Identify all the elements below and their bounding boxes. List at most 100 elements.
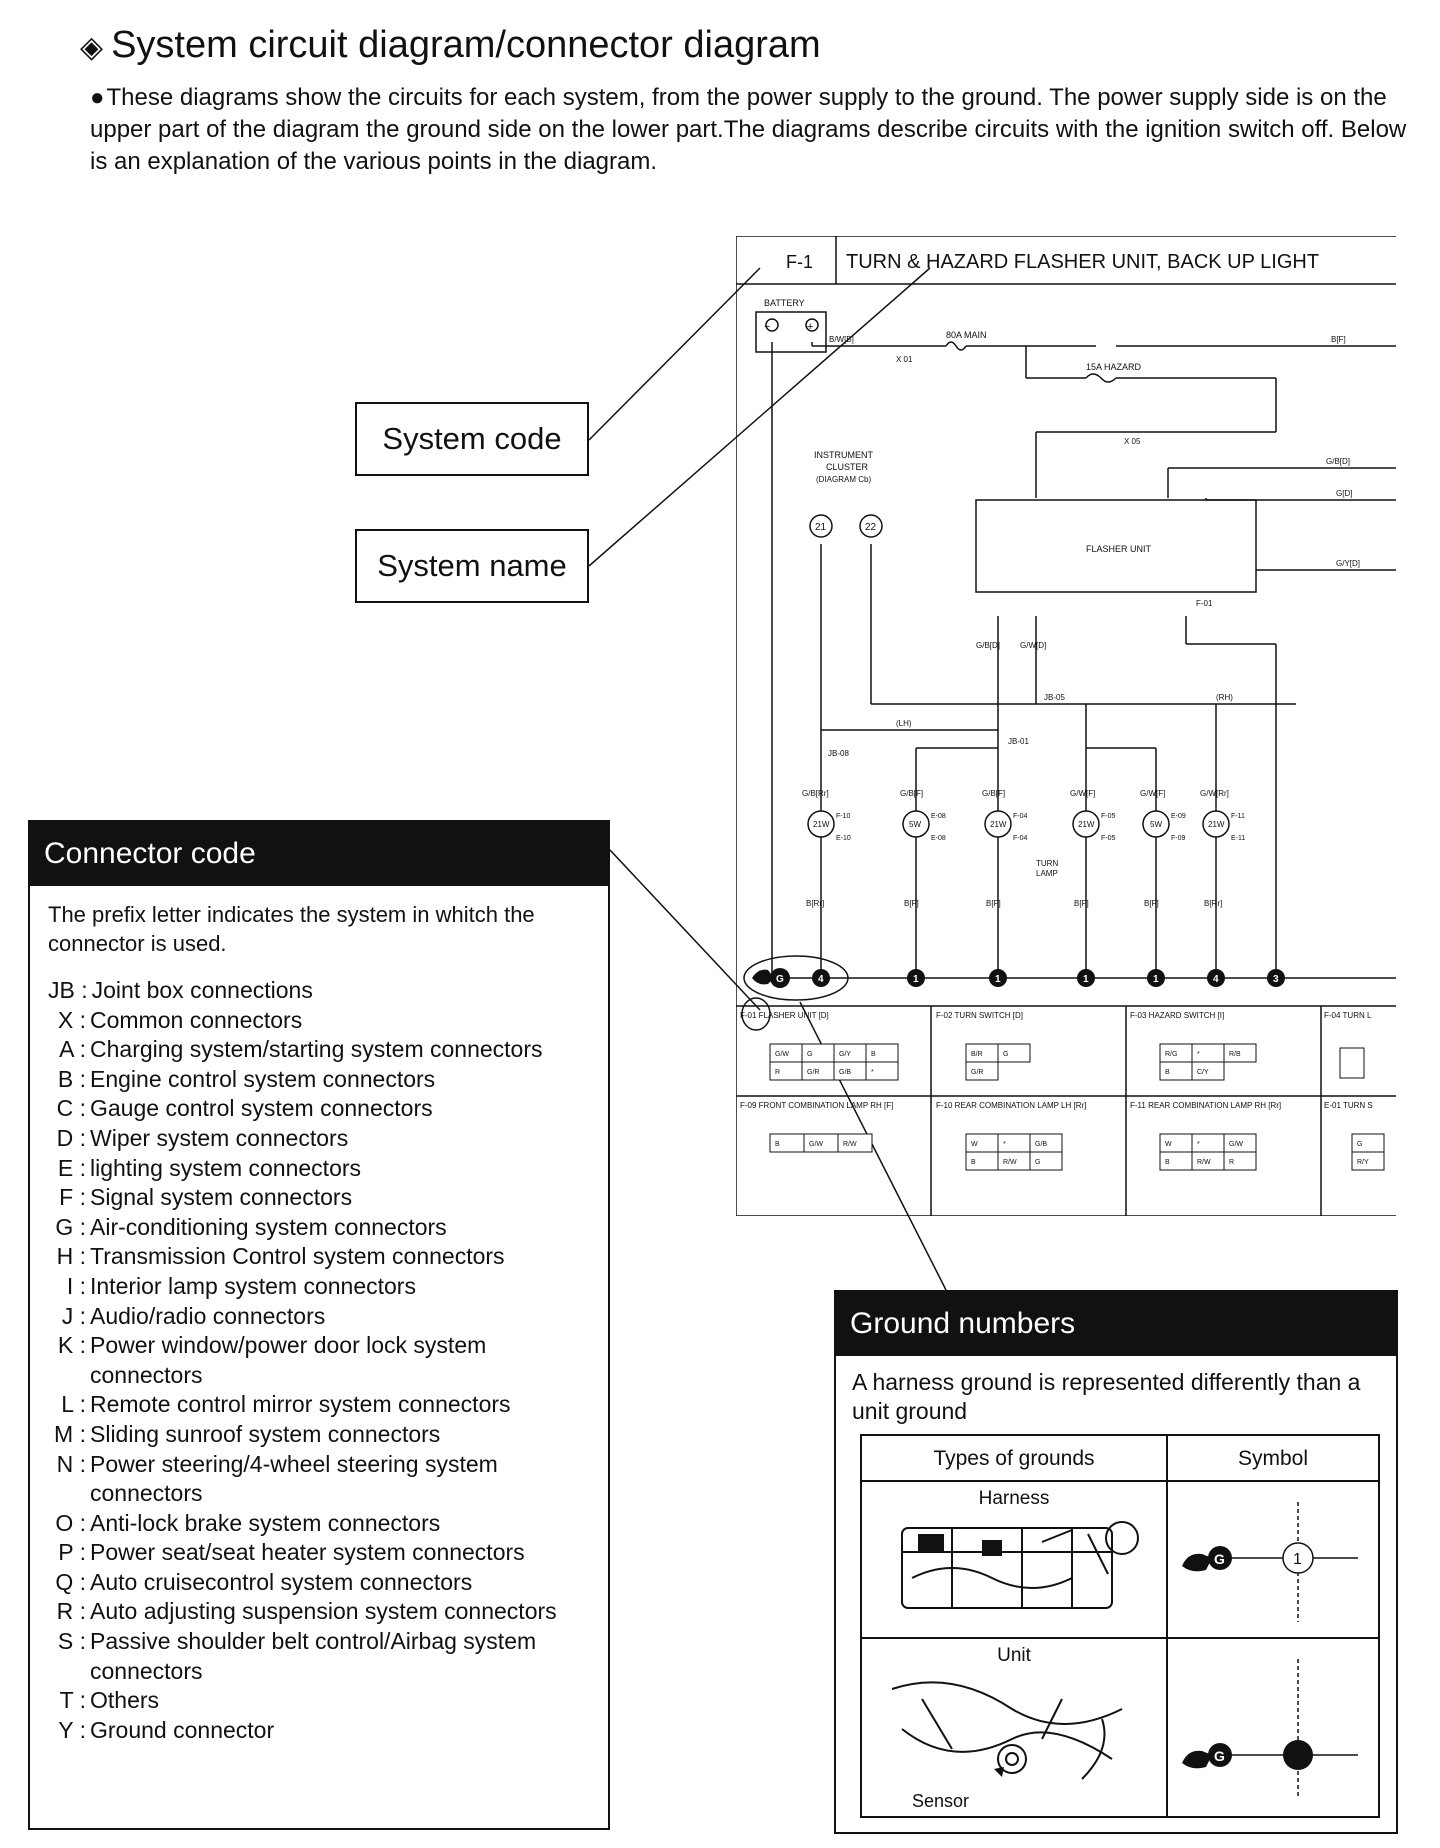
harness-ground-symbol: 1 G bbox=[1182, 1502, 1358, 1622]
connector-code-item: ACharging system/starting system connect… bbox=[48, 1035, 590, 1065]
connector-code-item: HTransmission Control system connectors bbox=[48, 1242, 590, 1272]
wire-gb-d2: G/B[D] bbox=[976, 641, 1000, 650]
col-symbol-header: Symbol bbox=[1168, 1436, 1378, 1482]
system-code-callout: System code bbox=[355, 402, 589, 476]
lamp-5-conn-top: E-09 bbox=[1171, 813, 1186, 820]
turn-lamp-label-1: TURN bbox=[1036, 859, 1058, 868]
unit-label: Unit bbox=[997, 1645, 1031, 1666]
connector-code-heading: Connector code bbox=[30, 822, 608, 886]
ground-types-table: Types of grounds Symbol Harness bbox=[860, 1434, 1380, 1818]
connector-code-letter: E bbox=[48, 1154, 90, 1184]
connector-code-letter: I bbox=[48, 1272, 90, 1302]
connector-pin-label: B/R bbox=[971, 1051, 983, 1058]
label-f01: F-01 bbox=[1196, 599, 1213, 608]
connector-code-text: Transmission Control system connectors bbox=[90, 1243, 505, 1270]
wire-b-f: B[F] bbox=[1331, 335, 1346, 344]
connector-pin-label: G bbox=[1003, 1051, 1008, 1058]
harness-cell: Harness bbox=[862, 1482, 1168, 1639]
harness-symbol-cell: 1 G bbox=[1168, 1482, 1378, 1639]
harness-illustration bbox=[901, 1521, 1139, 1609]
connector-pin-label: R/Y bbox=[1357, 1159, 1369, 1166]
fuse-main-label: 80A MAIN bbox=[946, 330, 987, 340]
connector-code-text: Interior lamp system connectors bbox=[90, 1272, 416, 1299]
wire-gy-d: G/Y[D] bbox=[1336, 559, 1360, 568]
harness-symbol-num: 1 bbox=[1293, 1551, 1302, 1568]
ground-numbers-heading: Ground numbers bbox=[836, 1292, 1396, 1356]
connector-code-item: QAuto cruisecontrol system connectors bbox=[48, 1568, 590, 1598]
ground-numbers-description: A harness ground is represented differen… bbox=[852, 1369, 1361, 1424]
connector-code-item: OAnti-lock brake system connectors bbox=[48, 1509, 590, 1539]
page-title: ◈System circuit diagram/connector diagra… bbox=[80, 24, 821, 67]
connector-code-item: Elighting system connectors bbox=[48, 1154, 590, 1184]
connector-pin-label: B bbox=[971, 1159, 976, 1166]
lamp-3-wire-bot: B[F] bbox=[986, 899, 1001, 908]
connector-code-text: Charging system/starting system connecto… bbox=[90, 1036, 543, 1063]
connector-code-letter: M bbox=[48, 1420, 90, 1450]
connector-code-list: JBJoint box connectionsXCommon connector… bbox=[30, 976, 608, 1745]
circuit-diagram: F-1 TURN & HAZARD FLASHER UNIT, BACK UP … bbox=[736, 236, 1396, 1216]
connector-code-text: Audio/radio connectors bbox=[90, 1302, 326, 1329]
connector-pin-label: G/W bbox=[1229, 1141, 1243, 1148]
cluster-terminal-22: 22 bbox=[865, 522, 877, 533]
connector-code-text: Ground connector bbox=[90, 1716, 275, 1743]
label-rh: (RH) bbox=[1216, 693, 1233, 702]
connector-pin-label: R/W bbox=[843, 1141, 857, 1148]
lamp-6-watt: 21W bbox=[1208, 820, 1225, 829]
lamp-6-wire-top: G/W[Rr] bbox=[1200, 789, 1229, 798]
ground-num-5: 1 bbox=[1153, 974, 1159, 985]
connector-code-text: Remote control mirror system connectors bbox=[90, 1391, 511, 1418]
battery-label: BATTERY bbox=[764, 298, 805, 308]
connector-pin bbox=[1223, 1151, 1257, 1171]
fuse-hazard-label: 15A HAZARD bbox=[1086, 362, 1142, 372]
lamp-5-watt: 5W bbox=[1150, 820, 1162, 829]
connector-f09-title: F-09 FRONT COMBINATION LAMP RH [F] bbox=[740, 1101, 893, 1110]
connector-code-text: Common connectors bbox=[90, 1006, 303, 1033]
connector-pin-label: G/Y bbox=[839, 1051, 851, 1058]
lamp-2-wire-bot: B[F] bbox=[904, 899, 919, 908]
system-name-callout: System name bbox=[355, 529, 589, 603]
connector-pin-label: G/B bbox=[839, 1069, 851, 1076]
connector-code-item: IInterior lamp system connectors bbox=[48, 1272, 590, 1302]
ground-num-6: 4 bbox=[1213, 974, 1219, 985]
system-code-callout-label: System code bbox=[382, 421, 562, 456]
connector-f04-title: F-04 TURN L bbox=[1324, 1011, 1372, 1020]
connector-code-letter: Y bbox=[48, 1716, 90, 1746]
connector-code-letter: S bbox=[48, 1627, 90, 1686]
connector-pin bbox=[1029, 1151, 1063, 1171]
connector-pin-label: * bbox=[1197, 1141, 1200, 1148]
wire-g-d: G[D] bbox=[1336, 489, 1352, 498]
connector-pin-label: R bbox=[1229, 1159, 1234, 1166]
connector-code-item: MSliding sunroof system connectors bbox=[48, 1420, 590, 1450]
system-name-callout-label: System name bbox=[377, 548, 567, 583]
connector-code-letter: G bbox=[48, 1213, 90, 1243]
lamp-1-wire-top: G/B[Rr] bbox=[802, 789, 829, 798]
unit-cell: Unit Sensor bbox=[862, 1639, 1168, 1816]
connector-code-letter: P bbox=[48, 1538, 90, 1568]
lamp-1-wire-bot: B[Rr] bbox=[806, 899, 824, 908]
connector-pin-label: R/W bbox=[1197, 1159, 1211, 1166]
label-jb08: JB-08 bbox=[828, 749, 849, 758]
unit-symbol-cell: G bbox=[1168, 1639, 1378, 1816]
diagram-system-name: TURN & HAZARD FLASHER UNIT, BACK UP LIGH… bbox=[846, 251, 1319, 273]
ground-numbers-panel: Ground numbers A harness ground is repre… bbox=[834, 1290, 1398, 1834]
connector-code-item: KPower window/power door lock system con… bbox=[48, 1331, 590, 1390]
label-x01: X 01 bbox=[896, 355, 913, 364]
connector-code-letter: K bbox=[48, 1331, 90, 1390]
connector-code-text: Sliding sunroof system connectors bbox=[90, 1420, 441, 1447]
sensor-label: Sensor bbox=[912, 1791, 969, 1811]
connector-pin-label: G bbox=[1357, 1141, 1362, 1148]
connector-pin-label: R bbox=[775, 1069, 780, 1076]
lamp-1-watt: 21W bbox=[813, 820, 830, 829]
label-jb01: JB-01 bbox=[1008, 737, 1029, 746]
connector-code-item: XCommon connectors bbox=[48, 1006, 590, 1036]
connector-pin bbox=[997, 1043, 1031, 1063]
connector-code-text: Joint box connections bbox=[91, 977, 313, 1003]
connector-f01-title: F-01 FLASHER UNIT [D] bbox=[740, 1011, 829, 1020]
connector-code-item: NPower steering/4-wheel steering system … bbox=[48, 1450, 590, 1509]
connector-code-letter: Q bbox=[48, 1568, 90, 1598]
connector-f03-title: F-03 HAZARD SWITCH [I] bbox=[1130, 1011, 1224, 1020]
diamond-icon: ◈ bbox=[80, 31, 104, 64]
connector-code-text: Anti-lock brake system connectors bbox=[90, 1509, 441, 1536]
connector-pin-label: G bbox=[807, 1051, 812, 1058]
